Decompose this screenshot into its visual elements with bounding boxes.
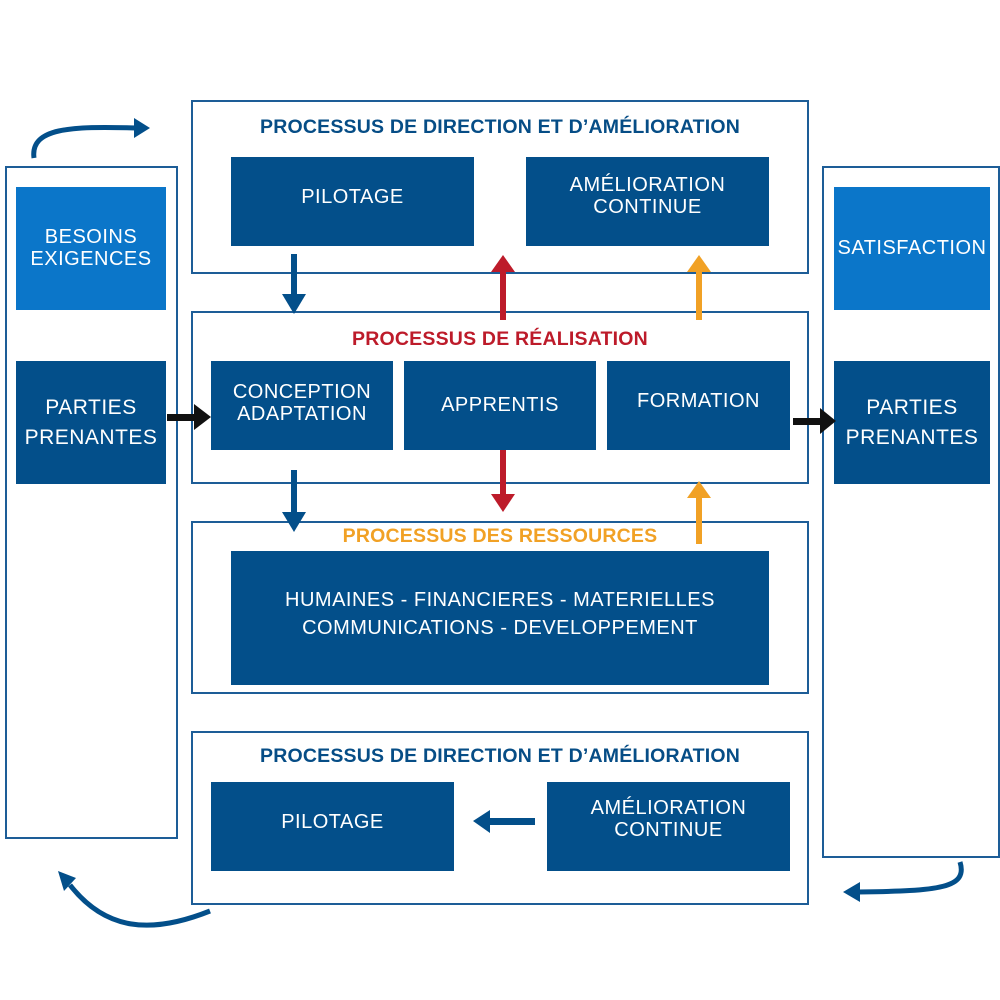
pilotage-top-box: PILOTAGE bbox=[231, 157, 474, 246]
curved-arrow-bottom-right-icon bbox=[843, 861, 964, 902]
apprentis-label: APPRENTIS bbox=[441, 393, 559, 416]
ressources-title: PROCESSUS DES RESSOURCES bbox=[342, 525, 658, 547]
parties-prenantes-right-box: PARTIES PRENANTES bbox=[834, 361, 990, 484]
amelioration-top-box: AMÉLIORATION CONTINUE bbox=[526, 157, 769, 246]
besoins-exigences-box: BESOINS EXIGENCES bbox=[16, 187, 166, 310]
apprentis-box: APPRENTIS bbox=[404, 361, 596, 450]
amelioration-bottom-box: AMÉLIORATION CONTINUE bbox=[547, 782, 790, 871]
realisation-title: PROCESSUS DE RÉALISATION bbox=[352, 328, 648, 350]
parties-prenantes-left-label: PARTIES PRENANTES bbox=[24, 396, 158, 449]
parties-prenantes-left-box: PARTIES PRENANTES bbox=[16, 361, 166, 484]
curved-arrow-top-left-icon bbox=[31, 118, 150, 159]
ressources-label: HUMAINES - FINANCIERES - MATERIELLES COM… bbox=[285, 589, 715, 639]
direction-top-title: PROCESSUS DE DIRECTION ET D’AMÉLIORATION bbox=[260, 116, 740, 138]
parties-prenantes-right-label: PARTIES PRENANTES bbox=[845, 396, 979, 449]
satisfaction-box: SATISFACTION bbox=[834, 187, 990, 310]
ressources-box: HUMAINES - FINANCIERES - MATERIELLES COM… bbox=[231, 551, 769, 685]
formation-label: FORMATION bbox=[636, 389, 760, 412]
satisfaction-label: SATISFACTION bbox=[837, 236, 987, 259]
conception-box: CONCEPTION ADAPTATION bbox=[211, 361, 393, 450]
formation-box: FORMATION bbox=[607, 361, 790, 450]
pilotage-bottom-box: PILOTAGE bbox=[211, 782, 454, 871]
besoins-exigences-label: BESOINS EXIGENCES bbox=[30, 225, 152, 270]
conception-label: CONCEPTION ADAPTATION bbox=[232, 380, 372, 425]
amelioration-top-label: AMÉLIORATION CONTINUE bbox=[569, 173, 726, 218]
curved-arrow-bottom-left-icon bbox=[58, 871, 211, 928]
direction-bottom-title: PROCESSUS DE DIRECTION ET D’AMÉLIORATION bbox=[260, 745, 740, 767]
pilotage-bottom-label: PILOTAGE bbox=[281, 810, 384, 833]
pilotage-top-label: PILOTAGE bbox=[301, 185, 404, 208]
amelioration-bottom-label: AMÉLIORATION CONTINUE bbox=[590, 796, 747, 841]
